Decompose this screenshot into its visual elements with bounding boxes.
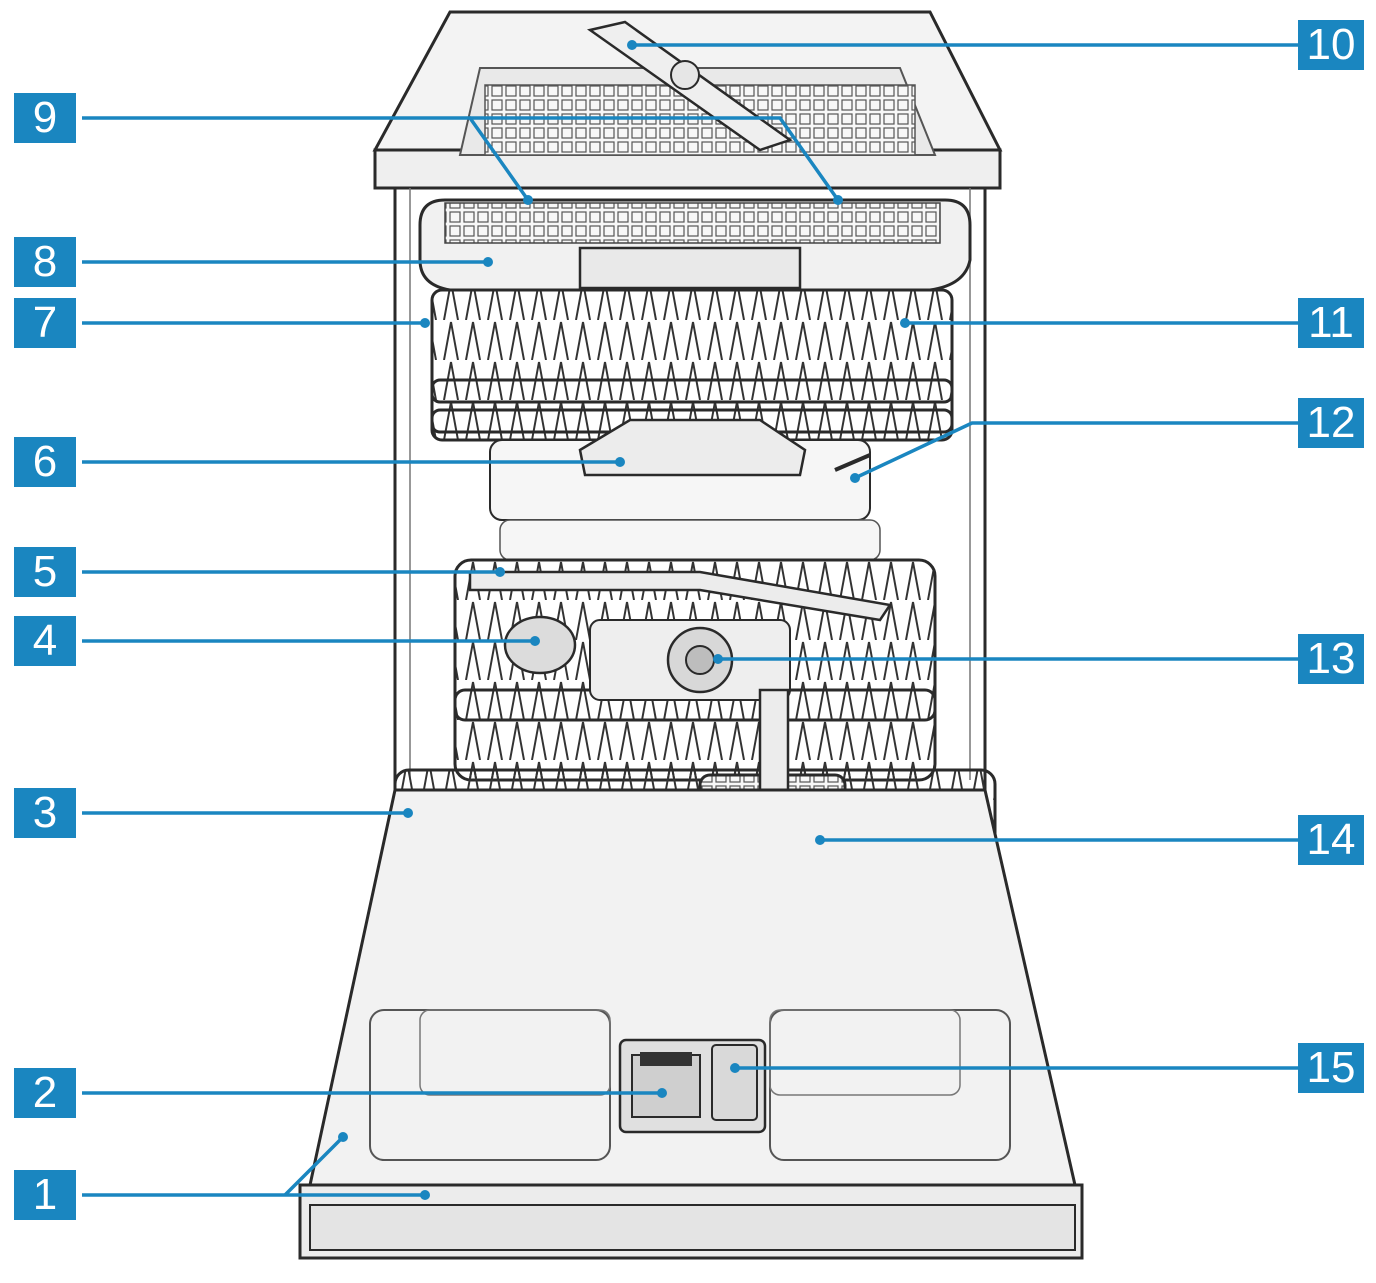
callout-6: 6	[14, 437, 76, 487]
leader-line-12	[854, 421, 1298, 480]
callout-11: 11	[1298, 298, 1364, 348]
callout-13: 13	[1298, 634, 1364, 684]
callout-7: 7	[14, 298, 76, 348]
callout-5: 5	[14, 547, 76, 597]
upper-basket	[430, 288, 954, 521]
callout-3: 3	[14, 788, 76, 838]
callout-10: 10	[1298, 20, 1364, 70]
callout-8: 8	[14, 237, 76, 287]
top-cover	[372, 10, 1003, 190]
callout-15: 15	[1298, 1043, 1364, 1093]
leader-line-9b	[470, 116, 840, 202]
callout-9: 9	[14, 93, 76, 143]
callout-2: 2	[14, 1068, 76, 1118]
callout-1: 1	[14, 1170, 76, 1220]
cabinet	[393, 188, 987, 790]
callout-14: 14	[1298, 815, 1364, 865]
door	[298, 788, 1084, 1260]
callout-4: 4	[14, 616, 76, 666]
leader-line-1b	[283, 1135, 345, 1197]
leader-lines	[82, 43, 1298, 1197]
leader-dots	[338, 40, 910, 1200]
cutlery-drawer	[418, 198, 972, 292]
callout-12: 12	[1298, 398, 1364, 448]
